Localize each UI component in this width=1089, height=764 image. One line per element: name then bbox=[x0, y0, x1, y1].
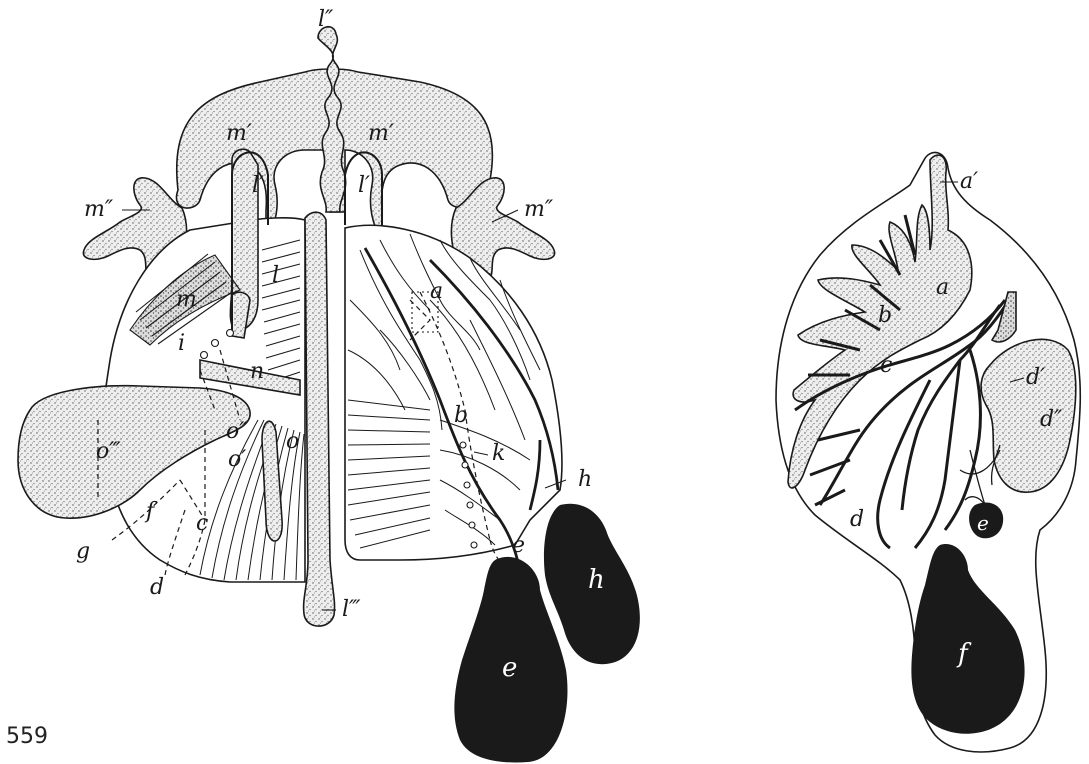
label-c-right: c bbox=[880, 353, 892, 378]
label-o: o bbox=[286, 429, 299, 454]
label-d-prime: d′ bbox=[1026, 365, 1045, 390]
label-e: e bbox=[502, 653, 517, 683]
label-e-pointer: e bbox=[512, 533, 525, 558]
label-d-double-prime: d″ bbox=[1040, 407, 1063, 432]
left-diagram bbox=[18, 27, 640, 763]
label-m-double-prime-left: m″ bbox=[84, 197, 114, 222]
label-c: c bbox=[196, 511, 208, 536]
label-d: d bbox=[150, 575, 164, 600]
label-o-triple-prime: o‴ bbox=[96, 439, 121, 464]
figure-number: 559 bbox=[6, 724, 48, 749]
label-m-double-prime-right: m″ bbox=[524, 197, 554, 222]
label-m: m bbox=[176, 287, 197, 312]
central-column-l-triple-prime bbox=[304, 212, 335, 626]
label-d-right: d bbox=[850, 507, 864, 532]
label-b: b bbox=[454, 403, 468, 428]
label-h-pointer: h bbox=[578, 467, 592, 492]
label-i: i bbox=[178, 331, 185, 356]
label-o-prime: o′ bbox=[228, 447, 246, 472]
label-o-double-prime: o″ bbox=[226, 419, 248, 444]
label-a: a bbox=[430, 279, 443, 304]
label-k: k bbox=[492, 441, 505, 466]
label-l-prime-left: l′ bbox=[252, 173, 264, 198]
label-b-right: b bbox=[878, 303, 892, 328]
label-m-prime-right: m′ bbox=[368, 121, 394, 146]
label-a-right: a bbox=[936, 275, 949, 300]
label-g: g bbox=[76, 539, 90, 564]
label-l-triple-prime: l‴ bbox=[342, 597, 361, 622]
label-l: l bbox=[272, 263, 279, 288]
label-n: n bbox=[250, 359, 264, 384]
right-diagram bbox=[776, 152, 1080, 752]
label-m-prime-left: m′ bbox=[226, 121, 252, 146]
label-l-double-prime: l″ bbox=[318, 7, 334, 32]
label-a-prime: a′ bbox=[960, 169, 978, 194]
label-e-right: e bbox=[977, 511, 989, 535]
label-l-prime-right: l′ bbox=[358, 173, 370, 198]
label-h: h bbox=[588, 565, 605, 595]
